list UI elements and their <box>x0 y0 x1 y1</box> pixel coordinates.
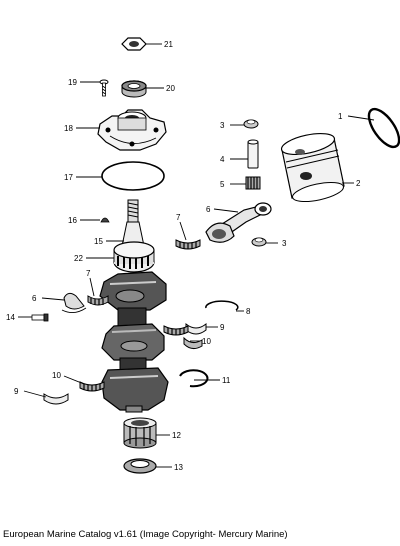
callout-13: 13 <box>174 463 183 472</box>
o-ring-part <box>101 161 165 191</box>
callout-labels: 21 20 19 18 17 16 15 22 1 2 3 4 5 6 7 3 … <box>6 40 361 472</box>
lower-roller-bearing-part <box>123 417 157 449</box>
bearing-cage-right-part <box>163 325 203 350</box>
screw-part <box>99 79 109 97</box>
callout-8: 8 <box>246 307 251 316</box>
callout-12: 12 <box>172 431 181 440</box>
retaining-ring-part <box>205 300 239 311</box>
needle-bearing-part <box>245 176 261 190</box>
callout-9-left: 9 <box>14 387 19 396</box>
callout-4: 4 <box>220 155 225 164</box>
bearing-cage-left-part <box>79 381 105 392</box>
callout-17: 17 <box>64 173 73 182</box>
callout-9-right: 9 <box>220 323 225 332</box>
callout-6-rod: 6 <box>206 205 211 214</box>
callout-6-left: 6 <box>32 294 37 303</box>
crankshaft-taper-part <box>121 199 145 247</box>
callout-22: 22 <box>74 254 83 263</box>
piston-ring-part <box>367 107 400 149</box>
callout-21: 21 <box>164 40 173 49</box>
callout-7-rod: 7 <box>176 213 181 222</box>
bearing-half-left-part <box>43 393 69 405</box>
callout-15: 15 <box>94 237 103 246</box>
bearing-half-right-part <box>185 322 207 335</box>
seal-part <box>121 80 147 98</box>
snap-ring-part <box>179 369 209 388</box>
connecting-rod-part <box>205 202 272 243</box>
callout-3-lower: 3 <box>282 239 287 248</box>
callout-14: 14 <box>6 313 15 322</box>
crankshaft-part <box>99 271 169 413</box>
callout-19: 19 <box>68 78 77 87</box>
rod-bolt-part <box>31 313 49 322</box>
nut-part <box>121 37 147 51</box>
callout-1: 1 <box>338 112 343 121</box>
callout-20: 20 <box>166 84 175 93</box>
lower-seal-part <box>123 458 157 474</box>
callout-7-left: 7 <box>86 269 91 278</box>
rod-bearing-part <box>175 239 201 250</box>
catalog-caption: European Marine Catalog v1.61 (Image Cop… <box>3 529 288 540</box>
callout-2: 2 <box>356 179 361 188</box>
callout-5: 5 <box>220 180 225 189</box>
piston-pin-part <box>247 139 259 169</box>
callout-11: 11 <box>222 376 231 385</box>
callout-18: 18 <box>64 124 73 133</box>
callout-10-right: 10 <box>202 337 211 346</box>
piston-part <box>280 132 345 203</box>
key-part <box>100 217 110 223</box>
callout-3-upper: 3 <box>220 121 225 130</box>
callout-10-left: 10 <box>52 371 61 380</box>
callout-16: 16 <box>68 216 77 225</box>
rod-cap-left-part <box>61 292 87 313</box>
pin-retainer-lower-part <box>251 237 267 247</box>
rod-bearing-left-part <box>87 295 109 306</box>
upper-main-bearing-part <box>113 241 155 273</box>
pin-retainer-upper-part <box>243 119 259 129</box>
leader-lines <box>18 43 375 468</box>
end-cap-part <box>97 109 167 151</box>
